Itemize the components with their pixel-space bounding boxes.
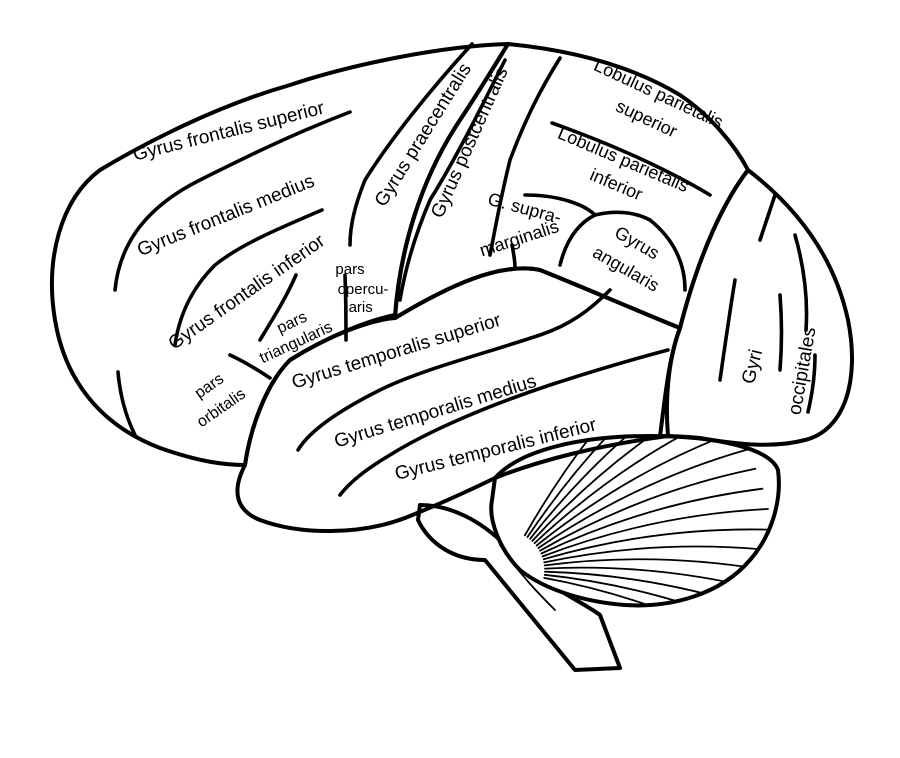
- sulcus-angularis-right: [648, 218, 687, 292]
- sulcus-frontalis-inferior: [173, 208, 324, 347]
- label-gyri-occipitales-1: Gyri: [738, 347, 767, 386]
- ramus-anterior: [258, 273, 298, 342]
- sulcus-occipital-1: [758, 193, 777, 242]
- sulcus-occipital-2: [793, 233, 809, 332]
- frontal-pole-line: [116, 370, 137, 437]
- sulcus-parietal-small: [510, 243, 517, 270]
- cerebellum-folium-line: [533, 436, 726, 544]
- label-pars-opercularis-1: pars: [335, 261, 364, 278]
- cerebellum-folium-line: [543, 577, 763, 606]
- occipital-lobe: [658, 168, 855, 447]
- ramus-ascendens: [343, 273, 348, 342]
- cerebellum-folium-line: [543, 573, 769, 606]
- sulcus-temporalis-inferior: [338, 348, 670, 497]
- sulcus-occipital-3: [718, 278, 737, 382]
- cerebellum-folium-line: [529, 436, 699, 540]
- sulcus-intraparietalis: [550, 121, 712, 197]
- label-pars-opercularis-2: opercu-: [338, 281, 389, 298]
- cerebellum-folium-line: [539, 467, 757, 552]
- label-g-supramarginalis-2: marginalis: [477, 216, 561, 260]
- sulcus-angularis-left: [558, 213, 597, 267]
- cerebellum-folium-line: [537, 448, 748, 549]
- cerebellum-folium-line: [524, 436, 668, 537]
- cerebellum-folium-line: [526, 436, 684, 538]
- cerebellum-folium-line: [540, 487, 764, 555]
- label-gyrus-frontalis-medius: Gyrus frontalis medius: [134, 171, 317, 261]
- sulcus-centralis: [398, 58, 507, 302]
- cerebellum-folium-line: [541, 508, 769, 558]
- labels: Gyrus frontalis superior Gyrus frontalis…: [131, 55, 821, 485]
- sulcus-temporalis-superior: [296, 288, 612, 452]
- sulcus-frontalis-superior: [113, 110, 352, 292]
- label-pars-opercularis-3: laris: [345, 299, 373, 316]
- sulcus-postcentralis: [488, 56, 562, 257]
- sulcus-occipital-5: [806, 353, 817, 414]
- cerebellum-folium-line: [543, 545, 776, 564]
- sulcus-orbitalis: [228, 353, 272, 380]
- cerebellum-folium-line: [531, 436, 714, 542]
- cerebellum-folium-line: [542, 528, 773, 561]
- sulcus-occipital-4: [778, 293, 784, 372]
- sulcus-praecentralis: [348, 42, 474, 247]
- temporal-lobe: [235, 266, 682, 533]
